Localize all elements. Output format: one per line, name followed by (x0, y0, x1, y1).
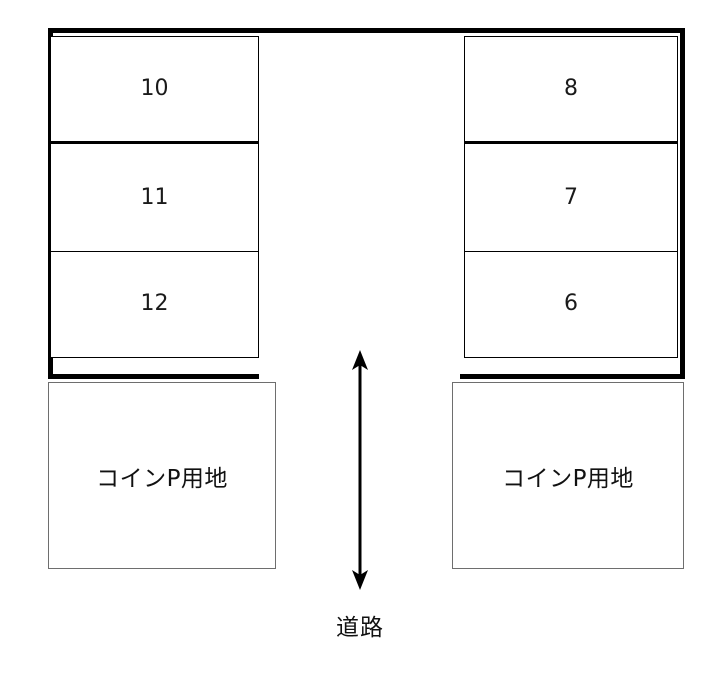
stall-cell-label: 6 (564, 291, 578, 317)
right-coin-parking-lot[interactable]: コインP用地 (452, 382, 684, 569)
stall-cell-label: 8 (564, 76, 578, 102)
stall-cell-10[interactable]: 10 (51, 37, 258, 145)
stall-cell-label: 11 (140, 184, 169, 210)
stall-cell-label: 12 (140, 291, 169, 317)
road-double-arrow-icon (352, 350, 368, 590)
site-boundary-top (48, 28, 685, 33)
lot-box-label: コインP用地 (502, 465, 634, 492)
site-boundary-right (680, 28, 685, 379)
stall-cell-label: 10 (140, 76, 169, 102)
stall-cell-7[interactable]: 7 (465, 144, 677, 252)
road-label: 道路 (336, 615, 384, 641)
stall-cell-12[interactable]: 12 (51, 251, 258, 357)
stall-cell-label: 7 (564, 184, 578, 210)
stall-cell-11[interactable]: 11 (51, 144, 258, 252)
stall-cell-8[interactable]: 8 (465, 37, 677, 145)
lot-box-label: コインP用地 (96, 465, 228, 492)
stall-cell-6[interactable]: 6 (465, 251, 677, 357)
right-stall-block: 8 7 6 (464, 36, 678, 358)
left-stall-block: 10 11 12 (50, 36, 259, 358)
site-boundary-bottom-left (48, 374, 259, 379)
left-coin-parking-lot[interactable]: コインP用地 (48, 382, 276, 569)
site-boundary-bottom-right (460, 374, 685, 379)
